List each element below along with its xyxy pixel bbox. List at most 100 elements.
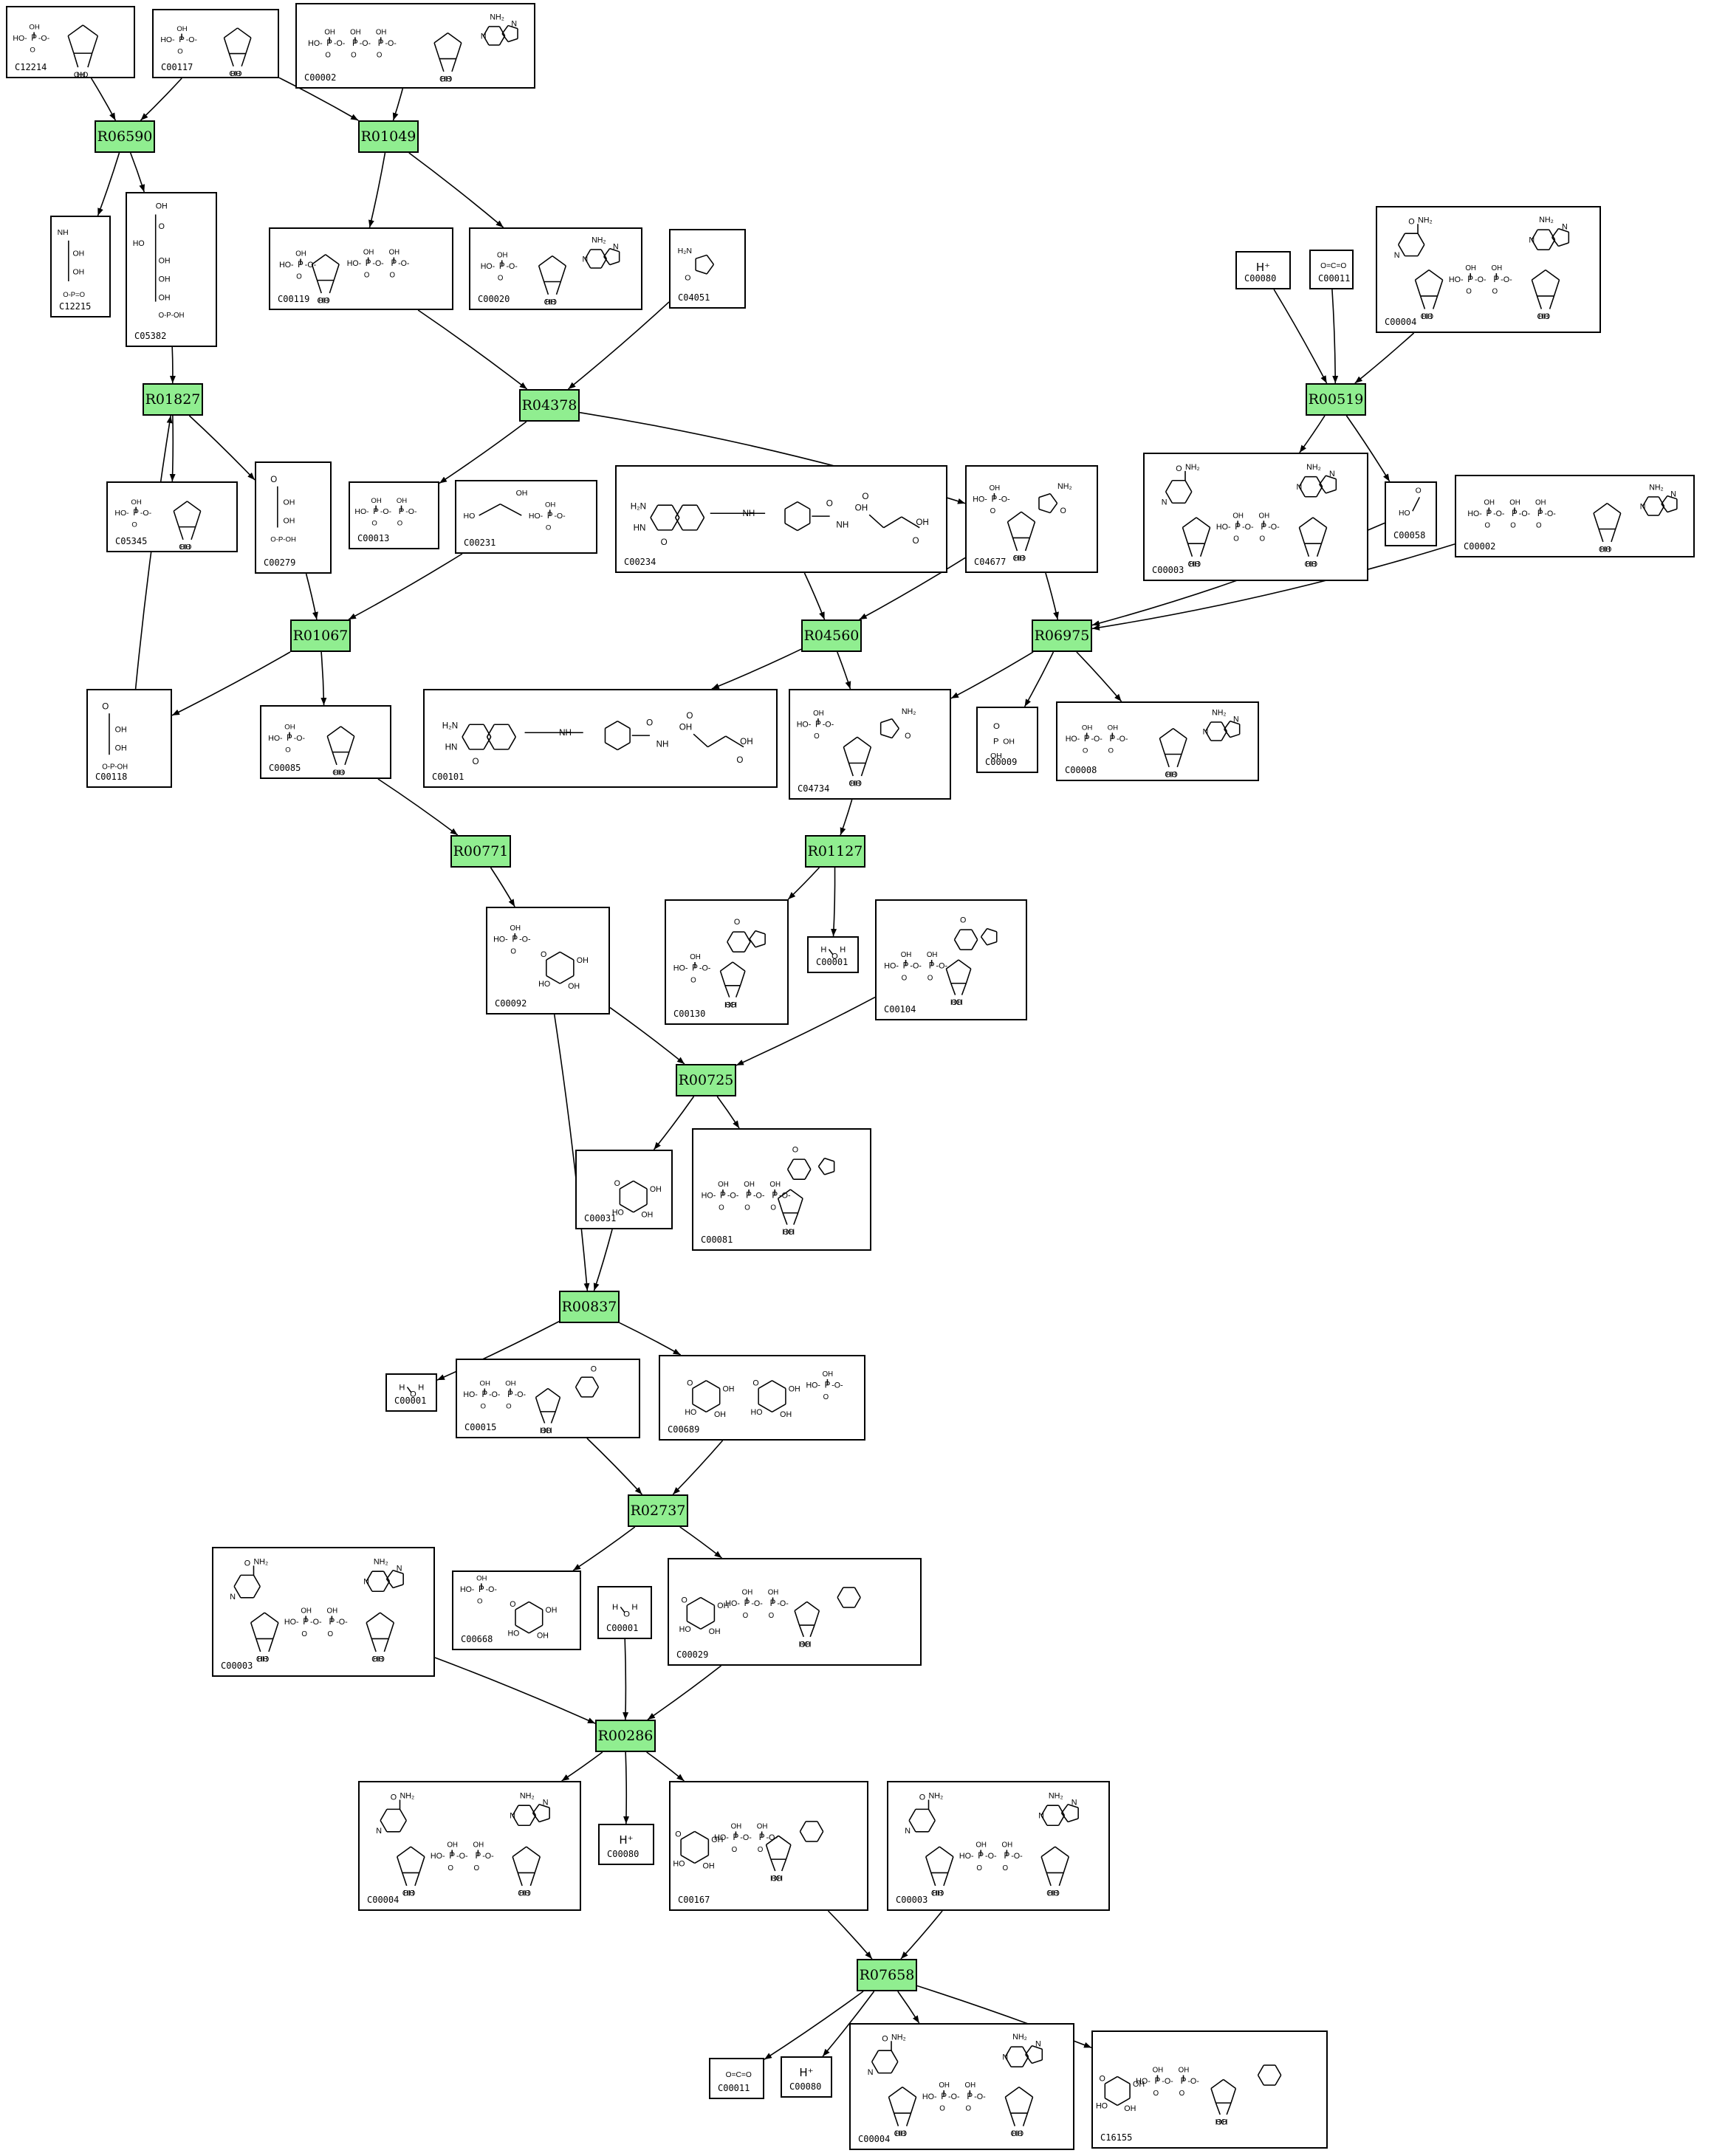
reaction-r06590[interactable]: R06590 — [95, 120, 155, 153]
compound-id: C00231 — [464, 538, 496, 548]
svg-text:OH: OH — [363, 249, 374, 257]
reaction-r04560[interactable]: R04560 — [801, 619, 862, 652]
reaction-r00837[interactable]: R00837 — [559, 1291, 620, 1323]
svg-text:OH: OH — [176, 25, 187, 33]
reaction-r06975[interactable]: R06975 — [1032, 619, 1092, 652]
reaction-r01827[interactable]: R01827 — [143, 383, 203, 416]
svg-text:HO-: HO- — [354, 507, 369, 516]
compound-c00080[interactable]: H⁺C00080 — [1235, 251, 1291, 289]
svg-text:OH: OH — [740, 737, 752, 746]
reaction-r01127[interactable]: R01127 — [805, 835, 865, 868]
edge-c00003c-to-r07658 — [900, 1910, 943, 1960]
reaction-r07658[interactable]: R07658 — [857, 1959, 917, 1991]
svg-text:P: P — [303, 1617, 309, 1627]
reaction-r01049[interactable]: R01049 — [358, 120, 419, 153]
svg-text:O: O — [244, 1559, 250, 1568]
svg-text:-O-: -O- — [385, 39, 397, 48]
edge-r00771-to-c00092 — [490, 867, 515, 907]
reaction-r00771[interactable]: R00771 — [450, 835, 511, 868]
svg-text:O: O — [473, 757, 479, 766]
svg-text:P: P — [373, 507, 379, 516]
svg-text:OH: OH — [709, 1627, 721, 1636]
edge-c00011a-to-r00519 — [1331, 289, 1339, 384]
svg-text:P: P — [903, 961, 909, 971]
svg-text:O: O — [661, 538, 668, 547]
compound-c00080[interactable]: H⁺C00080 — [781, 2056, 832, 2098]
svg-text:P: P — [1261, 522, 1266, 532]
reaction-r00286[interactable]: R00286 — [595, 1720, 656, 1752]
reaction-r04378[interactable]: R04378 — [519, 389, 580, 422]
svg-text:HO: HO — [545, 298, 557, 306]
edge-c04051-to-r04378 — [567, 301, 670, 390]
svg-text:OH: OH — [1108, 724, 1118, 732]
reaction-r00519[interactable]: R00519 — [1306, 383, 1366, 416]
reaction-r01067[interactable]: R01067 — [290, 619, 351, 652]
edge-r01049-to-c00020 — [408, 152, 504, 228]
compound-id: C00009 — [985, 757, 1018, 767]
svg-text:N: N — [613, 242, 619, 251]
reaction-r02737[interactable]: R02737 — [628, 1494, 688, 1527]
compound-c00080[interactable]: H⁺C00080 — [598, 1824, 654, 1865]
svg-text:N: N — [1296, 483, 1302, 492]
edge-r06975-to-c04734 — [950, 651, 1034, 699]
svg-text:OH: OH — [159, 275, 171, 284]
svg-text:HO: HO — [679, 1625, 691, 1634]
edge-c00092-to-r00837 — [553, 1014, 590, 1291]
svg-text:-O-: -O- — [1091, 735, 1103, 744]
svg-text:-O-: -O- — [1545, 509, 1557, 518]
svg-text:O: O — [905, 732, 911, 741]
reaction-r00725[interactable]: R00725 — [676, 1064, 736, 1096]
svg-text:OH: OH — [916, 518, 928, 527]
compound-id: C00001 — [394, 1395, 427, 1406]
svg-text:-O-: -O- — [777, 1599, 789, 1608]
svg-text:N: N — [397, 1565, 402, 1573]
svg-text:HO-: HO- — [13, 34, 27, 43]
